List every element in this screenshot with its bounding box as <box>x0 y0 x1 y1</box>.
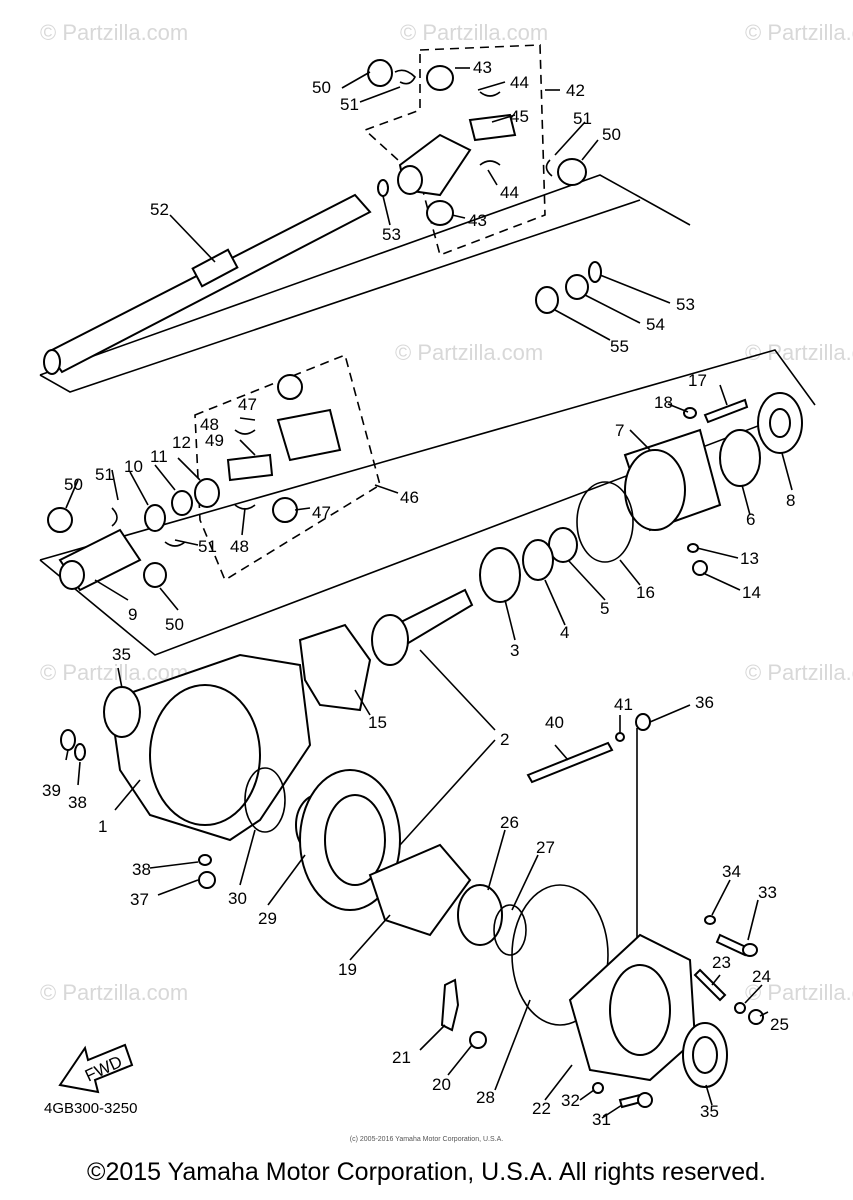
callout-50-lower: 50 <box>165 615 184 634</box>
callout-21: 21 <box>392 1048 411 1067</box>
watermarks: © Partzilla.com © Partzilla.com © Partzi… <box>40 20 853 1005</box>
callout-3: 3 <box>510 641 519 660</box>
watermark: © Partzilla.com <box>745 980 853 1005</box>
callout-51-right: 51 <box>573 109 592 128</box>
callout-36: 36 <box>695 693 714 712</box>
diagram-code: 4GB300-3250 <box>44 1100 138 1117</box>
callout-31: 31 <box>592 1110 611 1129</box>
upper-u-joint <box>367 59 587 226</box>
seal-stack <box>535 261 602 314</box>
callout-46: 46 <box>400 488 419 507</box>
callout-18: 18 <box>654 393 673 412</box>
callout-9: 9 <box>128 605 137 624</box>
callout-labels: 1 2 3 4 5 6 7 8 9 10 11 12 13 14 15 16 1… <box>42 58 795 1129</box>
callout-24: 24 <box>752 967 771 986</box>
callout-7: 7 <box>615 421 624 440</box>
copyright-notice: ©2015 Yamaha Motor Corporation, U.S.A. A… <box>87 1158 766 1186</box>
callout-50-right: 50 <box>602 125 621 144</box>
callout-35-left: 35 <box>112 645 131 664</box>
callout-47: 47 <box>238 395 257 414</box>
callout-48: 48 <box>200 415 219 434</box>
small-copyright: (c) 2005-2016 Yamaha Motor Corporation, … <box>349 1136 504 1143</box>
fwd-arrow: FWD <box>58 1043 134 1094</box>
callout-39: 39 <box>42 781 61 800</box>
callout-42: 42 <box>566 81 585 100</box>
callout-25: 25 <box>770 1015 789 1034</box>
callout-32: 32 <box>561 1091 580 1110</box>
callout-4: 4 <box>560 623 569 642</box>
callout-12: 12 <box>172 433 191 452</box>
callout-8: 8 <box>786 491 795 510</box>
watermark: © Partzilla.com <box>395 340 543 365</box>
callout-40: 40 <box>545 713 564 732</box>
callout-55: 55 <box>610 337 629 356</box>
callout-15: 15 <box>368 713 387 732</box>
differential-housing <box>60 653 312 842</box>
callout-16: 16 <box>636 583 655 602</box>
gasket <box>298 623 372 712</box>
callout-41: 41 <box>614 695 633 714</box>
callout-51: 51 <box>340 95 359 114</box>
reference-planes <box>39 174 816 656</box>
callout-53: 53 <box>382 225 401 244</box>
callout-54: 54 <box>646 315 665 334</box>
callout-51-lower: 51 <box>198 537 217 556</box>
watermark: © Partzilla.com <box>40 20 188 45</box>
callout-26: 26 <box>500 813 519 832</box>
callout-43: 43 <box>473 58 492 77</box>
callout-45: 45 <box>510 107 529 126</box>
callout-20: 20 <box>432 1075 451 1094</box>
pins <box>526 713 651 960</box>
lower-u-joint <box>47 374 342 592</box>
callout-50-left: 50 <box>64 475 83 494</box>
differential-cover <box>568 933 728 1088</box>
callout-1: 1 <box>98 817 107 836</box>
callout-34: 34 <box>722 862 741 881</box>
callout-17: 17 <box>688 371 707 390</box>
callout-50: 50 <box>312 78 331 97</box>
callout-52: 52 <box>150 200 169 219</box>
callout-22: 22 <box>532 1099 551 1118</box>
callout-23: 23 <box>712 953 731 972</box>
watermark: © Partzilla.com <box>40 980 188 1005</box>
callout-11: 11 <box>150 447 168 466</box>
callout-30: 30 <box>228 889 247 908</box>
callout-38-left: 38 <box>68 793 87 812</box>
ring-gear <box>198 767 609 1026</box>
watermark: © Partzilla.com <box>745 20 853 45</box>
callout-47-lower: 47 <box>312 503 331 522</box>
callout-43-lower: 43 <box>468 211 487 230</box>
callout-48-lower: 48 <box>230 537 249 556</box>
bracket <box>440 978 487 1049</box>
bolts <box>592 915 764 1109</box>
callout-51-left: 51 <box>95 465 114 484</box>
callout-27: 27 <box>536 838 555 857</box>
callout-35: 35 <box>700 1102 719 1121</box>
watermark: © Partzilla.com <box>745 660 853 685</box>
callout-38: 38 <box>132 860 151 879</box>
bearing-housing <box>479 392 803 603</box>
drive-shaft <box>43 193 372 375</box>
callout-2: 2 <box>500 730 509 749</box>
callout-28: 28 <box>476 1088 495 1107</box>
pinion-gear <box>371 588 474 666</box>
callout-37: 37 <box>130 890 149 909</box>
callout-29: 29 <box>258 909 277 928</box>
leader-lines <box>65 67 793 1119</box>
watermark: © Partzilla.com <box>745 340 853 365</box>
watermark: © Partzilla.com <box>400 20 548 45</box>
callout-44: 44 <box>510 73 529 92</box>
callout-5: 5 <box>600 599 609 618</box>
callout-19: 19 <box>338 960 357 979</box>
callout-6: 6 <box>746 510 755 529</box>
callout-14: 14 <box>742 583 761 602</box>
callout-10: 10 <box>124 457 143 476</box>
callout-33: 33 <box>758 883 777 902</box>
callout-13: 13 <box>740 549 759 568</box>
callout-44-lower: 44 <box>500 183 519 202</box>
callout-49: 49 <box>205 431 224 450</box>
callout-53-right: 53 <box>676 295 695 314</box>
